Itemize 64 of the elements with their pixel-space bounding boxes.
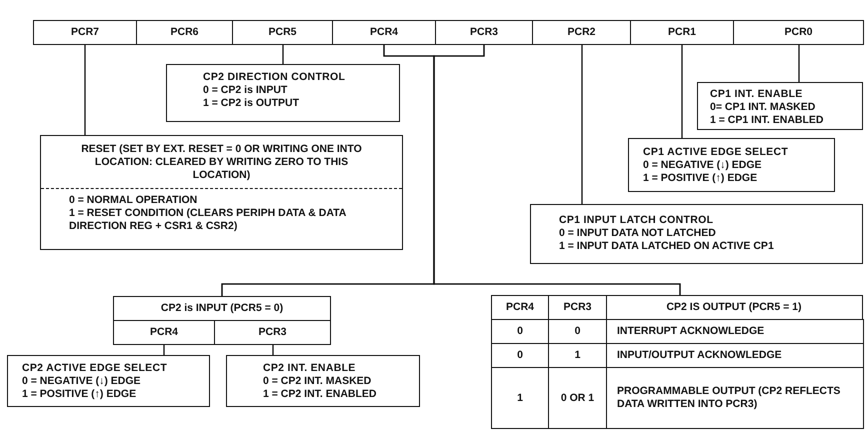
field-title: CP1 ACTIVE EDGE SELECT xyxy=(643,146,790,159)
bit-name: PCR6 xyxy=(170,26,198,39)
connector-line xyxy=(681,45,683,138)
register-bit-cell xyxy=(232,20,333,45)
value-description: 0= CP1 INT. MASKED xyxy=(710,101,816,114)
bit-name: PCR3 xyxy=(258,326,286,339)
table-header-cell xyxy=(113,296,331,321)
field-title: CP2 INT. ENABLE xyxy=(263,362,357,375)
value-description: 0 = NEGATIVE (↓) EDGE xyxy=(643,159,763,172)
description-box xyxy=(226,355,420,407)
value-description: 0 = NEGATIVE (↓) EDGE xyxy=(22,375,142,388)
register-bit-cell xyxy=(435,20,533,45)
field-title: CP2 ACTIVE EDGE SELECT xyxy=(22,362,168,375)
bit-name: PCR0 xyxy=(784,26,812,39)
bit-name: CP2 is INPUT (PCR5 = 0) xyxy=(160,302,284,315)
field-title: CP2 DIRECTION CONTROL xyxy=(203,71,346,84)
value-description: 1 = CP2 INT. ENABLED xyxy=(263,388,378,401)
bit-name: PCR3 xyxy=(470,26,498,39)
connector-line xyxy=(581,45,583,204)
register-bit-cell xyxy=(332,20,436,45)
register-bit-cell xyxy=(136,20,233,45)
description-box xyxy=(530,204,863,264)
value-description: 1 = INPUT DATA LATCHED ON ACTIVE CP1 xyxy=(559,240,775,253)
connector-line xyxy=(163,345,165,355)
connector-line xyxy=(433,45,681,295)
table-cell: 1 xyxy=(491,367,549,429)
table-header-cell xyxy=(214,320,331,345)
connector-line xyxy=(282,45,284,64)
description-box xyxy=(40,135,403,250)
register-bit-cell xyxy=(733,20,864,45)
register-bit-cell xyxy=(33,20,137,45)
value-description: 0 = INPUT DATA NOT LATCHED xyxy=(559,227,717,240)
table-cell: PCR4 xyxy=(491,295,549,320)
value-description: 1 = CP2 is OUTPUT xyxy=(203,97,300,110)
value-description: 0 = CP2 is INPUT xyxy=(203,84,288,97)
value-description: 0 = CP2 INT. MASKED xyxy=(263,375,372,388)
field-title: CP1 INPUT LATCH CONTROL xyxy=(559,214,714,227)
table-header-cell xyxy=(605,295,863,320)
table-header-cell xyxy=(113,320,215,345)
value-description: 1 = POSITIVE (↑) EDGE xyxy=(22,388,138,401)
field-title: RESET (SET BY EXT. RESET = 0 OR WRITING ONE INTO LOCATION: CLEARED BY WRITING ZERO TO THIS LOCATION) xyxy=(41,136,402,189)
bit-name: CP2 IS OUTPUT (PCR5 = 1) xyxy=(666,301,802,314)
connector-line xyxy=(84,45,86,135)
bit-name: PCR7 xyxy=(70,26,99,39)
value-description: 0 = NORMAL OPERATION xyxy=(68,194,198,207)
connector-line xyxy=(798,45,800,82)
bit-name: PCR5 xyxy=(268,26,296,39)
bit-name: PCR2 xyxy=(567,26,596,39)
register-bit-cell xyxy=(532,20,631,45)
register-bit-cell xyxy=(630,20,734,45)
bit-name: PCR4 xyxy=(370,26,398,39)
table-cell: PCR3 xyxy=(548,295,607,320)
description-box xyxy=(628,138,835,192)
value-description: 1 = CP1 INT. ENABLED xyxy=(710,114,824,127)
description-box xyxy=(7,355,210,407)
description-box xyxy=(166,64,400,122)
bit-name: PCR1 xyxy=(668,26,696,39)
bit-name: PCR4 xyxy=(150,326,178,339)
table-cell: PROGRAMMABLE OUTPUT (CP2 REFLECTS DATA WRITTEN INTO PCR3) xyxy=(606,367,864,429)
field-title: CP1 INT. ENABLE xyxy=(710,88,804,101)
value-description: 1 = POSITIVE (↑) EDGE xyxy=(643,172,758,185)
description-box xyxy=(697,82,863,130)
connector-line xyxy=(272,345,274,355)
value-description: 1 = RESET CONDITION (CLEARS PERIPH DATA & DATA DIRECTION REG + CSR1 & CSR2) xyxy=(68,207,347,233)
